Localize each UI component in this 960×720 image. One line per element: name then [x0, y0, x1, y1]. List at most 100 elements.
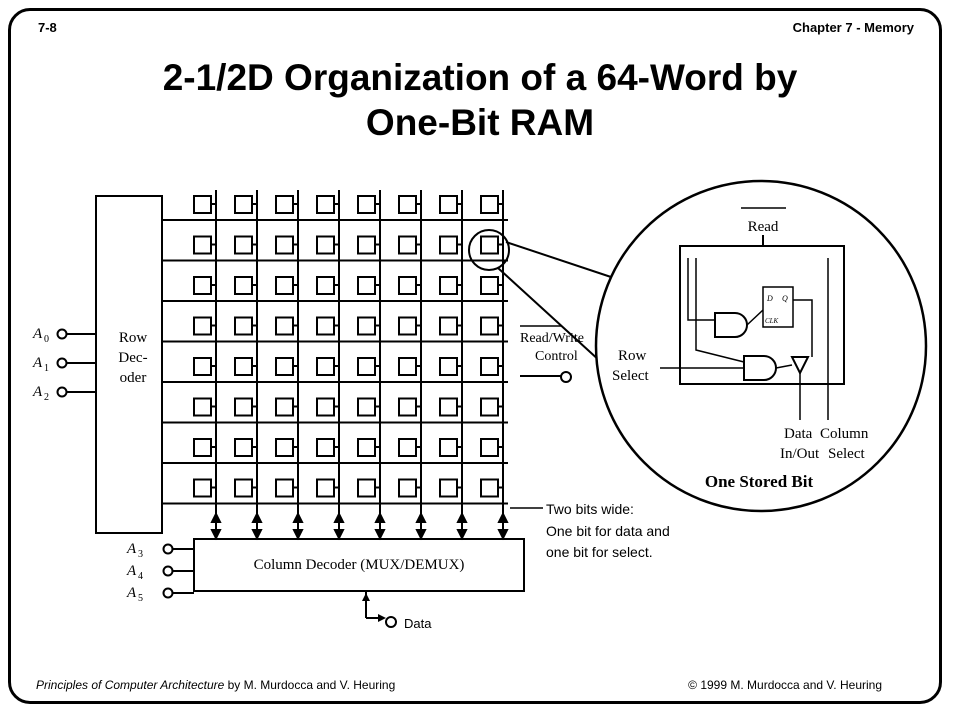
memory-cell — [398, 397, 417, 417]
memory-cell — [480, 478, 499, 498]
data-in-out-label-2: In/Out — [780, 446, 820, 462]
arrowhead-down — [292, 529, 304, 541]
read-write-label-1: Read/Write — [520, 331, 584, 346]
memory-cell — [275, 478, 294, 498]
memory-cell — [439, 357, 458, 376]
book-title: Principles of Computer Architecture — [36, 678, 225, 692]
memory-cell — [234, 195, 253, 214]
a2-input-terminal — [56, 386, 68, 398]
a4-subscript: 4 — [138, 571, 143, 582]
memory-cell — [398, 276, 417, 295]
arrowhead-down — [333, 529, 345, 541]
zoom-line-bottom — [497, 267, 613, 373]
memory-cell — [193, 478, 212, 498]
memory-cell — [357, 316, 376, 336]
row-decoder-box — [95, 195, 163, 534]
arrowhead-down — [456, 529, 468, 541]
memory-cell — [193, 276, 212, 295]
memory-cell — [398, 195, 417, 214]
memory-cell — [275, 276, 294, 295]
footer-copyright: © 1999 M. Murdocca and V. Heuring — [688, 678, 882, 692]
memory-cell — [480, 397, 499, 417]
memory-cell — [398, 316, 417, 336]
memory-cell — [357, 276, 376, 295]
a2-label: A — [32, 384, 43, 400]
memory-cell — [275, 316, 294, 336]
and-gate-write — [714, 312, 748, 338]
slide-title-line-2: One-Bit RAM — [365, 102, 595, 143]
memory-cell — [234, 397, 253, 417]
memory-cell — [398, 478, 417, 498]
two-bits-line-2: One bit for data and — [546, 523, 670, 539]
memory-cell — [439, 195, 458, 214]
a0-label: A — [32, 326, 43, 342]
memory-cell — [480, 276, 499, 295]
arrowhead-up — [292, 511, 304, 523]
row-decoder-label-3: oder — [120, 370, 147, 386]
memory-cell — [275, 438, 294, 457]
column-select-label-2: Select — [828, 446, 865, 462]
tristate-buffer — [790, 356, 810, 376]
memory-cell — [275, 397, 294, 417]
memory-cell — [439, 438, 458, 457]
memory-cell — [275, 357, 294, 376]
zoom-line-top — [505, 241, 621, 281]
memory-cell — [234, 478, 253, 498]
two-bits-line-1: Two bits wide: — [546, 501, 634, 517]
row-select-label-1: Row — [618, 348, 647, 364]
memory-cell — [275, 235, 294, 255]
memory-cell — [398, 357, 417, 376]
slide-number: 7-8 — [38, 20, 57, 35]
d-flipflop — [762, 286, 794, 328]
data-line: Data — [362, 591, 432, 631]
two-bits-note: Two bits wide: One bit for data and one … — [510, 501, 670, 560]
one-stored-bit-caption: One Stored Bit — [705, 472, 814, 491]
highlighted-cell-circle — [468, 229, 510, 271]
memory-cell — [357, 478, 376, 498]
arrowhead-down — [415, 529, 427, 541]
row-decoder-label-2: Dec- — [118, 350, 147, 366]
memory-cell — [193, 397, 212, 417]
data-in-out-label-1: Data — [784, 426, 813, 442]
arrowhead-up — [374, 511, 386, 523]
memory-cell — [357, 195, 376, 214]
flipflop-q: Q — [782, 294, 788, 303]
arrowhead-down — [497, 529, 509, 541]
memory-cell — [316, 316, 335, 336]
arrowhead-down — [251, 529, 263, 541]
memory-cell — [480, 316, 499, 336]
memory-cell — [480, 357, 499, 376]
memory-cell — [275, 195, 294, 214]
memory-cell — [480, 438, 499, 457]
memory-cell — [439, 316, 458, 336]
memory-cell — [398, 438, 417, 457]
memory-cell — [316, 235, 335, 255]
and-gate-read — [743, 355, 777, 381]
memory-cell — [357, 438, 376, 457]
memory-cell — [234, 357, 253, 376]
a3-input-terminal — [162, 543, 174, 555]
a4-label: A — [126, 563, 137, 579]
memory-cell — [439, 276, 458, 295]
footer-book-info: Principles of Computer Architecture by M… — [36, 678, 395, 692]
memory-cell — [193, 235, 212, 255]
memory-cell — [193, 316, 212, 336]
stored-bit-zoom: Read D Q CLK Row Select Data In/Out Colu… — [594, 179, 928, 513]
a5-label: A — [126, 585, 137, 601]
a0-input-terminal — [56, 328, 68, 340]
a1-label: A — [32, 355, 43, 371]
column-bus-arrows — [210, 511, 509, 541]
arrowhead-up — [251, 511, 263, 523]
memory-cell — [398, 235, 417, 255]
memory-cell — [193, 438, 212, 457]
column-select-label-1: Column — [820, 426, 869, 442]
memory-cell — [193, 195, 212, 214]
read-write-control: Read/Write Control — [520, 325, 584, 383]
memory-cell — [439, 478, 458, 498]
flipflop-d: D — [766, 294, 773, 303]
read-label: Read — [748, 219, 779, 235]
a0-subscript: 0 — [44, 334, 49, 345]
read-write-label-2: Control — [535, 349, 578, 364]
column-decoder-label: Column Decoder (MUX/DEMUX) — [254, 557, 465, 573]
